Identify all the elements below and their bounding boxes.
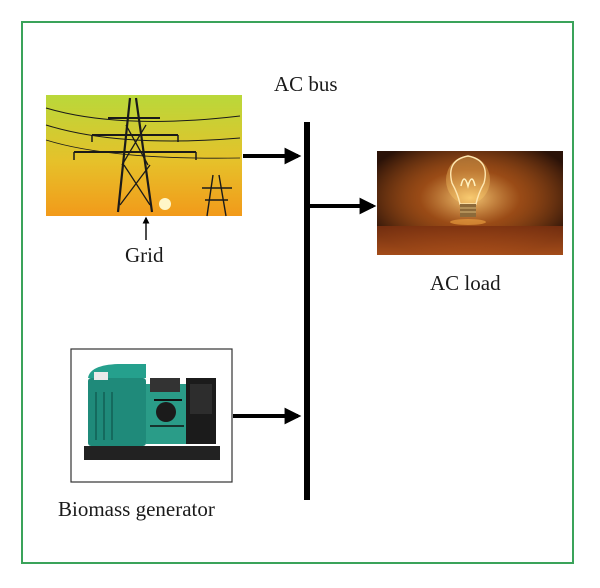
sun-icon bbox=[159, 198, 171, 210]
ac-load-label: AC load bbox=[430, 271, 501, 295]
diagram-frame bbox=[21, 21, 574, 564]
diesel-generator-icon bbox=[84, 364, 220, 460]
grid-label: Grid bbox=[125, 243, 164, 267]
grid-image bbox=[45, 95, 242, 217]
light-bulb-icon bbox=[446, 155, 490, 225]
power-pylon-icon bbox=[45, 97, 241, 217]
biomass-generator-image bbox=[70, 348, 233, 483]
biomass-generator-label: Biomass generator bbox=[58, 497, 215, 521]
ac-bus-label: AC bus bbox=[274, 72, 338, 96]
ac-load-image bbox=[377, 151, 563, 255]
